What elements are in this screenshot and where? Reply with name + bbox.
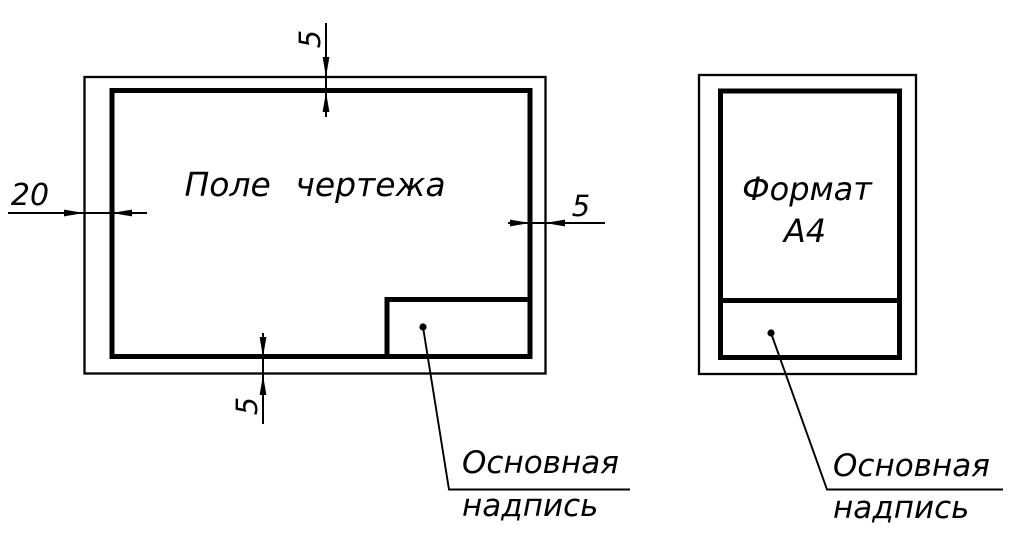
arrowhead-left-icon	[112, 209, 132, 217]
dimension-top-margin: 5	[293, 23, 330, 117]
a4-inner-frame	[718, 88, 902, 360]
title-block-label-line1: Основная	[462, 445, 619, 481]
drawing-field-label: Поле чертежа	[184, 165, 445, 204]
arrowhead-right-icon	[510, 219, 530, 227]
dimension-left-margin: 20	[8, 178, 147, 217]
arrowhead-down-icon	[259, 337, 267, 357]
leader-line	[422, 326, 630, 491]
title-block-label-line2: надпись	[833, 490, 969, 526]
landscape-paper-edge	[83, 75, 547, 375]
landscape-title-block	[384, 297, 530, 357]
a4-paper-edge	[697, 73, 918, 376]
arrowhead-left-icon	[545, 219, 565, 227]
landscape-inner-frame	[109, 88, 533, 359]
arrowhead-down-icon	[322, 57, 330, 77]
landscape-sheet: Поле чертежа 20 5 5	[8, 23, 630, 524]
leader-line	[770, 332, 1003, 491]
dimension-value: 5	[572, 189, 590, 223]
a4-title-block-callout: Основная надпись	[767, 329, 1003, 526]
dimension-bottom-margin: 5	[230, 333, 267, 424]
format-label-line1: Формат	[742, 170, 873, 208]
dimension-right-margin: 5	[508, 189, 605, 227]
landscape-title-block-callout: Основная надпись	[419, 323, 630, 524]
dimension-value: 20	[11, 178, 49, 213]
format-label-line2: А4	[782, 212, 826, 250]
title-block-label-line1: Основная	[833, 448, 990, 484]
arrowhead-up-icon	[322, 92, 330, 112]
dimension-value: 5	[230, 397, 264, 415]
dimension-value: 5	[293, 30, 327, 48]
a4-sheet: Формат А4 Основная надпись	[697, 73, 1003, 526]
title-block-label-line2: надпись	[462, 488, 598, 524]
arrowhead-up-icon	[259, 375, 267, 395]
arrowhead-right-icon	[64, 209, 84, 217]
